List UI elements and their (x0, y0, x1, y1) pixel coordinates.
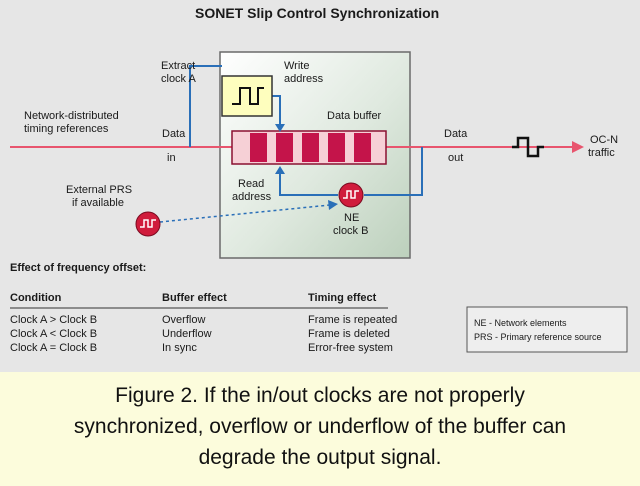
column-header-condition: Condition (10, 292, 62, 304)
label-data-in-2: in (167, 152, 176, 164)
legend-box (466, 306, 628, 353)
read-address-arrowhead (275, 166, 285, 174)
column-header-timing-effect: Timing effect (308, 292, 377, 304)
sonet-diagram: SONET Slip Control Synchronization Extra… (0, 0, 640, 372)
table-cell: Frame is repeated (308, 314, 398, 326)
label-data-in-1: Data (162, 128, 186, 140)
label-oc-n-1: OC-N (590, 134, 619, 146)
caption-line: degrade the output signal. (198, 446, 442, 469)
data-out-arrowhead (572, 141, 584, 153)
label-extract-clock-1: Extract (161, 60, 196, 72)
read-address-line (279, 172, 338, 196)
column-header-buffer-effect: Buffer effect (162, 292, 227, 304)
extract-clock-line (189, 65, 222, 147)
label-write-address-1: Write (284, 60, 310, 72)
label-data-out-1: Data (444, 128, 468, 140)
table-cell: Clock A > Clock B (10, 314, 98, 326)
diagram-title: SONET Slip Control Synchronization (195, 5, 440, 21)
square-wave-icon (232, 87, 264, 105)
label-network-timing-1: Network-distributed (24, 110, 119, 122)
label-extract-clock-2: clock A (161, 73, 196, 85)
caption-line: synchronized, overflow or underflow of t… (73, 415, 567, 438)
buffer-slot (250, 133, 267, 162)
table-cell: Underflow (162, 328, 212, 340)
output-square-wave-icon (512, 136, 544, 158)
write-address-line (272, 95, 281, 126)
label-write-address-2: address (284, 73, 324, 85)
table-cell: Error-free system (308, 342, 393, 354)
buffer-slot (354, 133, 371, 162)
table-cell: In sync (162, 342, 197, 354)
table-cell: Overflow (162, 314, 206, 326)
label-data-buffer: Data buffer (327, 110, 382, 122)
prs-clock-wave-icon (140, 219, 156, 228)
table-cell: Clock A < Clock B (10, 328, 98, 340)
label-external-prs-2: if available (72, 197, 124, 209)
label-network-timing-2: timing references (24, 123, 109, 135)
prs-sync-line (159, 204, 331, 223)
buffer-slot (328, 133, 345, 162)
label-ne-clock-1: NE (344, 212, 360, 224)
buffer-slot (302, 133, 319, 162)
diagram-graphics (10, 51, 628, 353)
clock-extractor-block (221, 75, 273, 117)
label-data-out-2: out (448, 152, 464, 164)
label-oc-n-2: traffic (588, 147, 615, 159)
ne-clock-wave-icon (343, 190, 359, 199)
label-external-prs-1: External PRS (66, 184, 133, 196)
prs-sync-arrowhead (328, 200, 338, 210)
table-cell: Clock A = Clock B (10, 342, 98, 354)
label-read-address-1: Read (238, 178, 265, 190)
caption-line: Figure 2. If the in/out clocks are not p… (115, 384, 525, 407)
table-heading: Effect of frequency offset: (10, 262, 147, 274)
legend-prs: PRS - Primary reference source (474, 332, 602, 342)
figure-caption: Figure 2. If the in/out clocks are not p… (0, 372, 640, 486)
write-address-arrowhead (275, 124, 285, 132)
table-cell: Frame is deleted (308, 328, 390, 340)
legend-ne: NE - Network elements (474, 318, 567, 328)
label-read-address-2: address (232, 191, 272, 203)
buffer-slot (276, 133, 293, 162)
label-ne-clock-2: clock B (333, 225, 369, 237)
out-clock-line (364, 147, 423, 196)
